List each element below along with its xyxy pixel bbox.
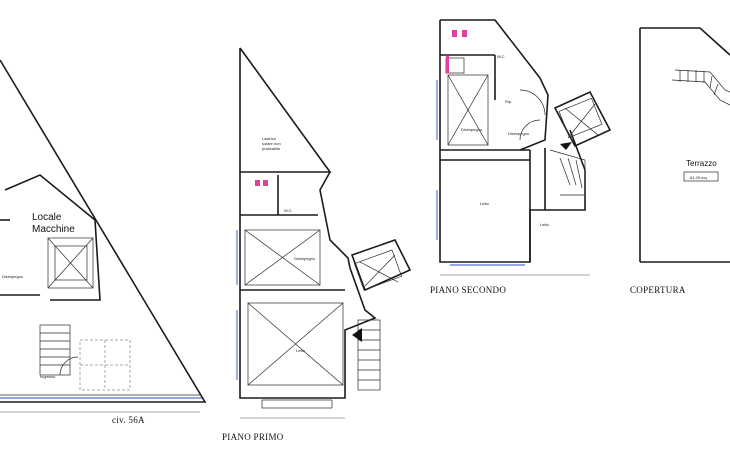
civ-label: civ. 56A [112, 415, 145, 425]
room-label-wc-primo: W.C. [284, 208, 293, 213]
stair-icon [39, 324, 71, 376]
room-label-disimpegno-secondo-b: Disimpegno [508, 131, 530, 136]
room-label-letto-secondo-a: Letto [480, 201, 490, 206]
room-label-disimpegno-secondo-a: Disimpegno [461, 127, 483, 132]
room-label-letto-primo: Letto [296, 348, 306, 353]
elevator-shaft-icon [353, 249, 403, 291]
room-label-lastrico-1: Lastrico [262, 136, 277, 141]
sanitary-fixture-icon [452, 30, 457, 37]
room-label-lastrico-3: praticabile [262, 146, 281, 151]
room-label-lastrico-2: solare non [262, 141, 281, 146]
sanitary-fixture-icon [263, 180, 268, 186]
room-label-locale-2: Macchine [32, 224, 75, 235]
room-label-wc-secondo: W.C. [497, 54, 506, 59]
room-label-letto-secondo-b: Letto [540, 222, 550, 227]
room-label-terrazzo: Terrazzo [686, 159, 717, 168]
stair-icon [679, 70, 719, 96]
terrazzo-area: 61.45 mq [690, 175, 707, 180]
title-piano-secondo: PIANO SECONDO [430, 285, 506, 295]
title-piano-primo: PIANO PRIMO [222, 432, 284, 442]
room-label-locale-1: Locale [32, 212, 62, 223]
room-label-disimpegno-primo: Disimpegno [294, 256, 316, 261]
room-label-rip: Rip. [505, 99, 512, 104]
sanitary-fixture-icon [462, 30, 467, 37]
stair-icon [357, 319, 381, 391]
sanitary-fixture-icon [255, 180, 260, 186]
elevator-shaft-icon [558, 97, 603, 138]
room-label-ingresso: Ingresso [40, 374, 56, 379]
plan-piano-primo: Lastrico solare non praticabile W.C. Dis… [222, 47, 412, 442]
stair-icon [549, 149, 586, 196]
room-label-disimpegno-pt: Disimpegno [2, 274, 24, 279]
plan-copertura: Terrazzo 61.45 mq COPERTURA [630, 27, 730, 295]
title-copertura: COPERTURA [630, 285, 686, 295]
plan-piano-terra: Locale Macchine Disimpegno Ingresso civ.… [0, 59, 207, 425]
plan-piano-secondo: W.C. Rip. Disimpegno Disimpegno Letto Le… [430, 19, 612, 295]
